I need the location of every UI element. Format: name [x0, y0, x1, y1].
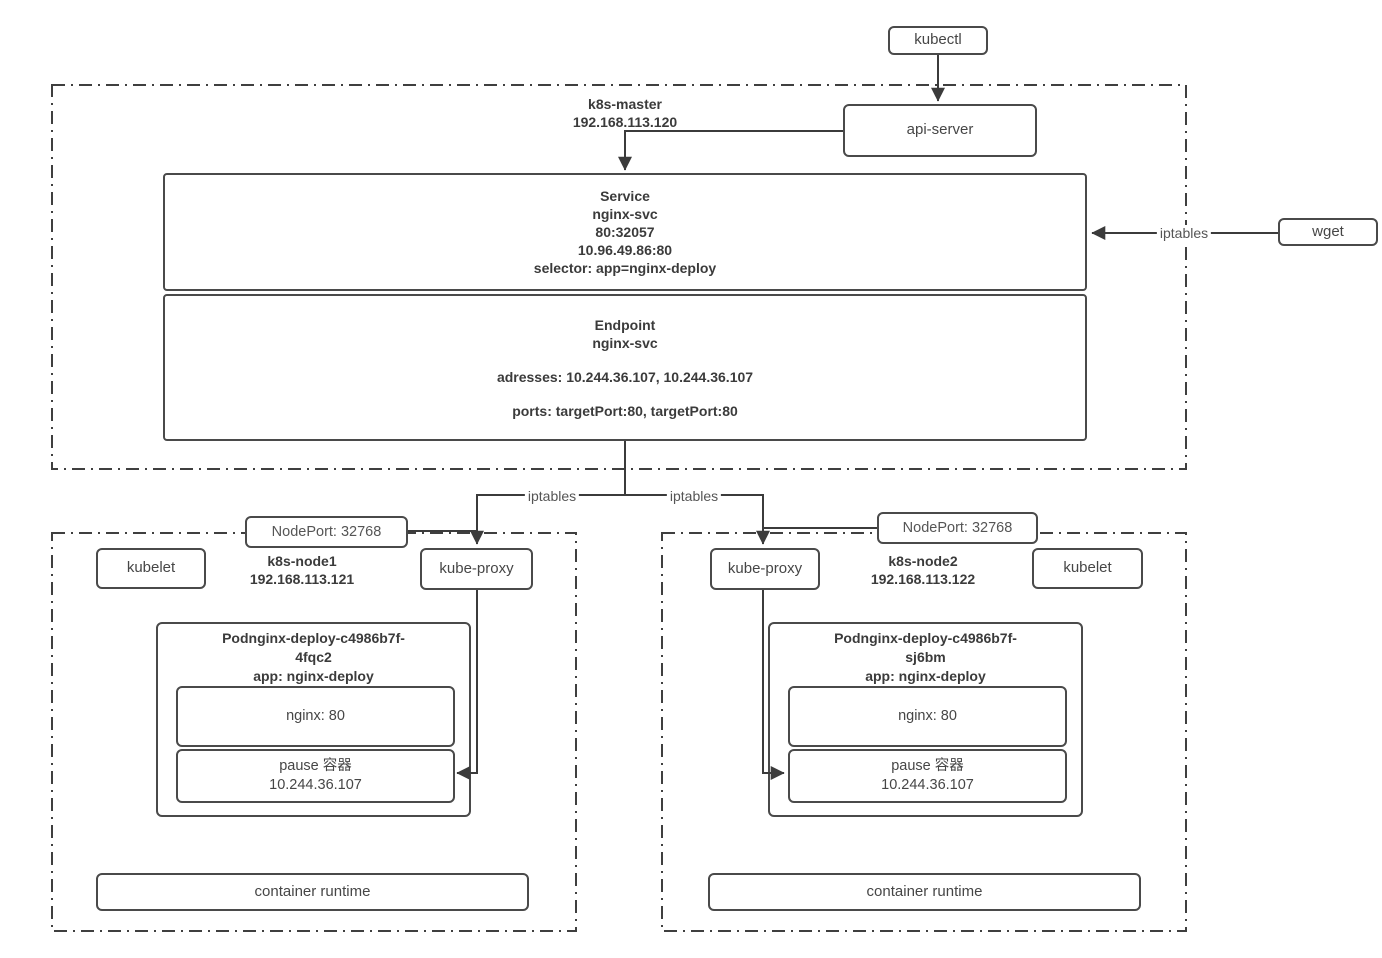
endpoint-addresses: adresses: 10.244.36.107, 10.244.36.107 — [496, 368, 754, 385]
node1-pause-container-box: pause 容器 10.244.36.107 — [176, 749, 455, 803]
node1-pod-title-line: 4fqc2 — [295, 649, 332, 665]
kubectl-box: kubectl — [888, 26, 988, 55]
node1-name: k8s-node1 — [267, 553, 337, 569]
master-title: k8s-master 192.168.113.120 — [495, 95, 755, 131]
node2-pod-title-line: Podnginx-deploy-c4986b7f- — [834, 630, 1017, 646]
node2-pod-title: Podnginx-deploy-c4986b7f- sj6bm app: ngi… — [770, 629, 1081, 686]
service-line: selector: app=nginx-deploy — [533, 260, 717, 276]
node2-container-runtime-label: container runtime — [866, 882, 983, 900]
node1-title: k8s-node1 192.168.113.121 — [212, 552, 392, 588]
node2-pod-title-line: sj6bm — [905, 649, 946, 665]
endpoint-box: Endpoint nginx-svc adresses: 10.244.36.1… — [163, 294, 1087, 441]
node2-nodeport-box: NodePort: 32768 — [877, 512, 1038, 544]
node2-kubelet-box: kubelet — [1032, 548, 1143, 589]
node2-kube-proxy-box: kube-proxy — [710, 548, 820, 590]
node1-kube-proxy-box: kube-proxy — [420, 548, 533, 590]
iptables-label-node1: iptables — [524, 488, 580, 504]
node1-kubelet-label: kubelet — [126, 559, 176, 577]
iptables-label-node2: iptables — [666, 488, 722, 504]
node1-pod-title: Podnginx-deploy-c4986b7f- 4fqc2 app: ngi… — [158, 629, 469, 686]
endpoint-name: nginx-svc — [592, 334, 658, 351]
node1-pause-ip: 10.244.36.107 — [269, 777, 362, 793]
service-box: Service nginx-svc 80:32057 10.96.49.86:8… — [163, 173, 1087, 291]
node1-nodeport-label: NodePort: 32768 — [271, 523, 382, 540]
node1-nginx-container-box: nginx: 80 — [176, 686, 455, 747]
service-line: 10.96.49.86:80 — [577, 242, 673, 258]
node2-kube-proxy-label: kube-proxy — [727, 559, 803, 577]
node2-nodeport-label: NodePort: 32768 — [902, 519, 1013, 536]
endpoint-ports: ports: targetPort:80, targetPort:80 — [512, 402, 738, 419]
node1-pod-title-line: app: nginx-deploy — [253, 668, 374, 684]
node1-pod-title-line: Podnginx-deploy-c4986b7f- — [222, 630, 405, 646]
node1-nginx-label: nginx: 80 — [286, 708, 345, 724]
node1-container-runtime-label: container runtime — [254, 882, 371, 900]
service-line: Service — [600, 188, 650, 204]
wget-label: wget — [1312, 222, 1344, 240]
node1-kubelet-box: kubelet — [96, 548, 206, 589]
kubectl-label: kubectl — [914, 31, 962, 49]
node2-name: k8s-node2 — [888, 553, 958, 569]
service-line: 80:32057 — [595, 224, 655, 240]
node2-pod-title-line: app: nginx-deploy — [865, 668, 986, 684]
node2-nginx-label: nginx: 80 — [898, 708, 957, 724]
node1-pause-label: pause 容器 — [279, 758, 352, 774]
api-server-box: api-server — [843, 104, 1037, 157]
node2-pause-ip: 10.244.36.107 — [881, 777, 974, 793]
node1-kube-proxy-label: kube-proxy — [439, 559, 514, 577]
node1-pod-box: Podnginx-deploy-c4986b7f- 4fqc2 app: ngi… — [156, 622, 471, 817]
endpoint-title: Endpoint — [594, 316, 656, 333]
api-server-label: api-server — [906, 121, 974, 139]
node1-nodeport-box: NodePort: 32768 — [245, 516, 408, 548]
node2-ip: 192.168.113.122 — [870, 571, 976, 587]
master-ip: 192.168.113.120 — [572, 114, 678, 130]
node2-title: k8s-node2 192.168.113.122 — [833, 552, 1013, 588]
node2-pause-container-box: pause 容器 10.244.36.107 — [788, 749, 1067, 803]
node2-pod-box: Podnginx-deploy-c4986b7f- sj6bm app: ngi… — [768, 622, 1083, 817]
service-line: nginx-svc — [592, 206, 658, 222]
arrow-apiserver-to-service — [618, 130, 843, 171]
node2-pause-label: pause 容器 — [891, 758, 964, 774]
master-name: k8s-master — [588, 96, 662, 112]
node2-nginx-container-box: nginx: 80 — [788, 686, 1067, 747]
node1-container-runtime-box: container runtime — [96, 873, 529, 911]
iptables-label-wget: iptables — [1156, 225, 1212, 241]
wget-box: wget — [1278, 218, 1378, 246]
node1-ip: 192.168.113.121 — [249, 571, 355, 587]
node2-container-runtime-box: container runtime — [708, 873, 1141, 911]
node2-kubelet-label: kubelet — [1063, 559, 1112, 577]
